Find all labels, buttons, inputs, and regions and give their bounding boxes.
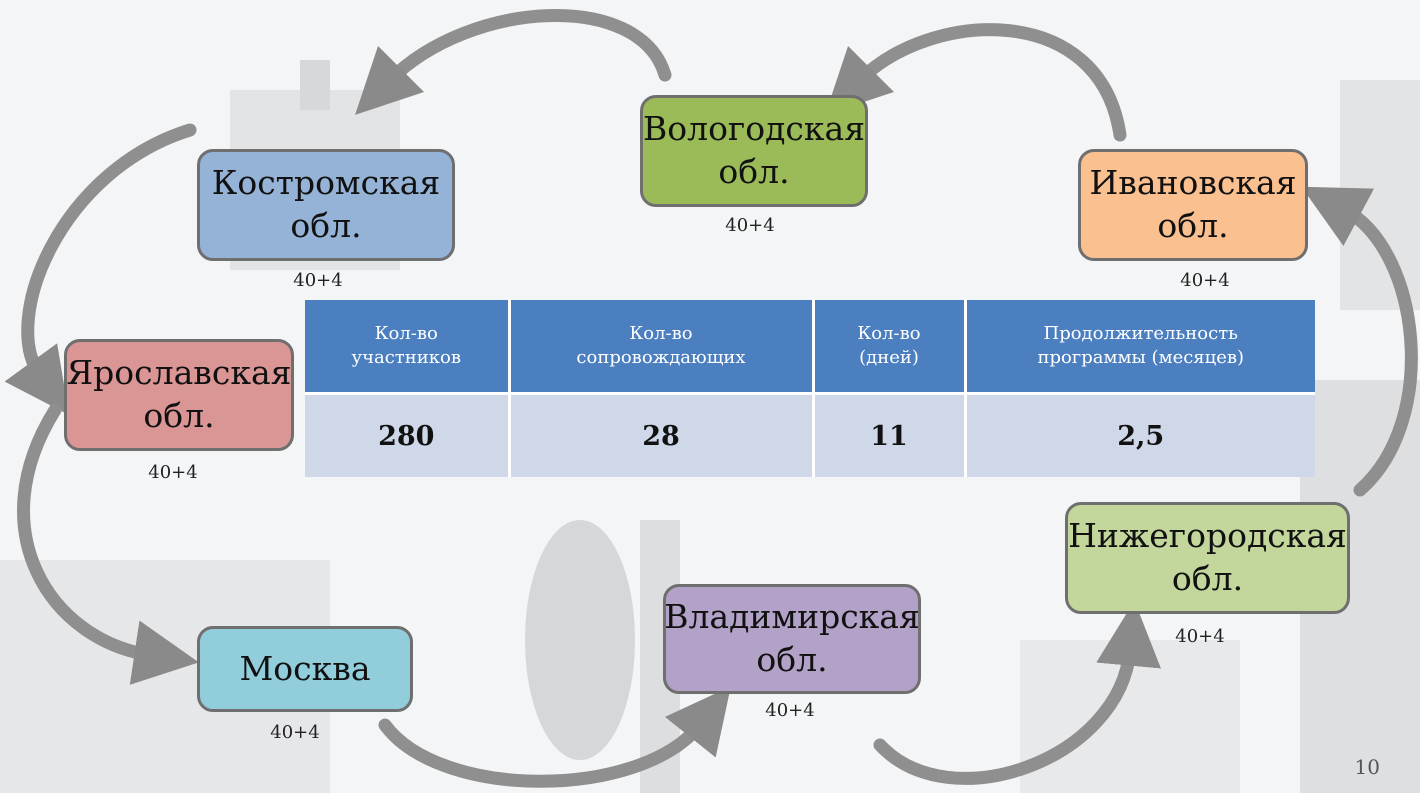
stats-header-row: Кол-во участников Кол-во сопровождающих Ко… xyxy=(305,300,1315,394)
region-suffix: обл. xyxy=(1171,559,1244,598)
arrow-vladimir-to-nizhny xyxy=(873,600,1161,785)
value-participants: 280 xyxy=(305,392,511,477)
header-line: Кол-во xyxy=(374,322,438,344)
region-count-vladimir: 40+4 xyxy=(765,700,815,721)
arrow-nizhny-to-ivanovo xyxy=(1301,186,1418,497)
region-name: Владимирская xyxy=(664,597,920,637)
header-escorts: Кол-во сопровождающих xyxy=(509,300,815,394)
region-box-moscow: Москва xyxy=(197,626,413,712)
header-line: сопровождающих xyxy=(576,347,746,368)
region-count-kostroma: 40+4 xyxy=(293,270,343,291)
header-line: (дней) xyxy=(859,347,919,368)
header-line: участников xyxy=(351,347,461,368)
region-name: Костромская xyxy=(211,163,441,203)
region-suffix: обл. xyxy=(143,396,215,435)
region-name: Нижегородская xyxy=(1068,516,1347,556)
region-suffix: обл. xyxy=(756,640,828,679)
value-escorts: 28 xyxy=(509,392,815,477)
header-duration: Продолжительность программы (месяцев) xyxy=(965,300,1315,394)
header-line: Кол-во xyxy=(629,322,693,344)
region-count-nizhny: 40+4 xyxy=(1175,626,1225,647)
header-participants: Кол-во участников xyxy=(305,300,511,394)
region-count-moscow: 40+4 xyxy=(270,722,320,743)
arrow-moscow-to-vladimir xyxy=(378,686,731,788)
header-line: Продолжительность xyxy=(1043,322,1238,344)
region-name: Ярославская xyxy=(66,353,292,393)
region-suffix: обл. xyxy=(718,152,790,191)
page-number: 10 xyxy=(1354,755,1380,779)
arrow-kostroma-to-yaroslavl xyxy=(4,123,197,416)
region-suffix: обл. xyxy=(1157,206,1229,245)
region-name: Ивановская xyxy=(1089,163,1297,203)
header-days: Кол-во (дней) xyxy=(813,300,967,394)
arrow-yaroslavl-to-moscow xyxy=(17,403,199,685)
header-line: программы (месяцев) xyxy=(1037,347,1245,368)
region-count-yaroslavl: 40+4 xyxy=(148,462,198,483)
header-line: Кол-во xyxy=(857,322,921,344)
arrow-ivanovo-to-vologda xyxy=(825,23,1127,142)
region-count-vologda: 40+4 xyxy=(725,215,775,236)
stats-table: Кол-во участников Кол-во сопровождающих Ко… xyxy=(305,300,1315,477)
region-name: Москва xyxy=(239,648,371,688)
value-days: 11 xyxy=(813,392,967,477)
region-name: Вологодская xyxy=(642,109,866,149)
region-count-ivanovo: 40+4 xyxy=(1180,270,1230,291)
region-suffix: обл. xyxy=(290,206,362,245)
value-duration: 2,5 xyxy=(965,392,1315,477)
arrow-vologda-to-kostroma xyxy=(355,9,672,115)
stats-value-row: 280 28 11 2,5 xyxy=(305,392,1315,477)
